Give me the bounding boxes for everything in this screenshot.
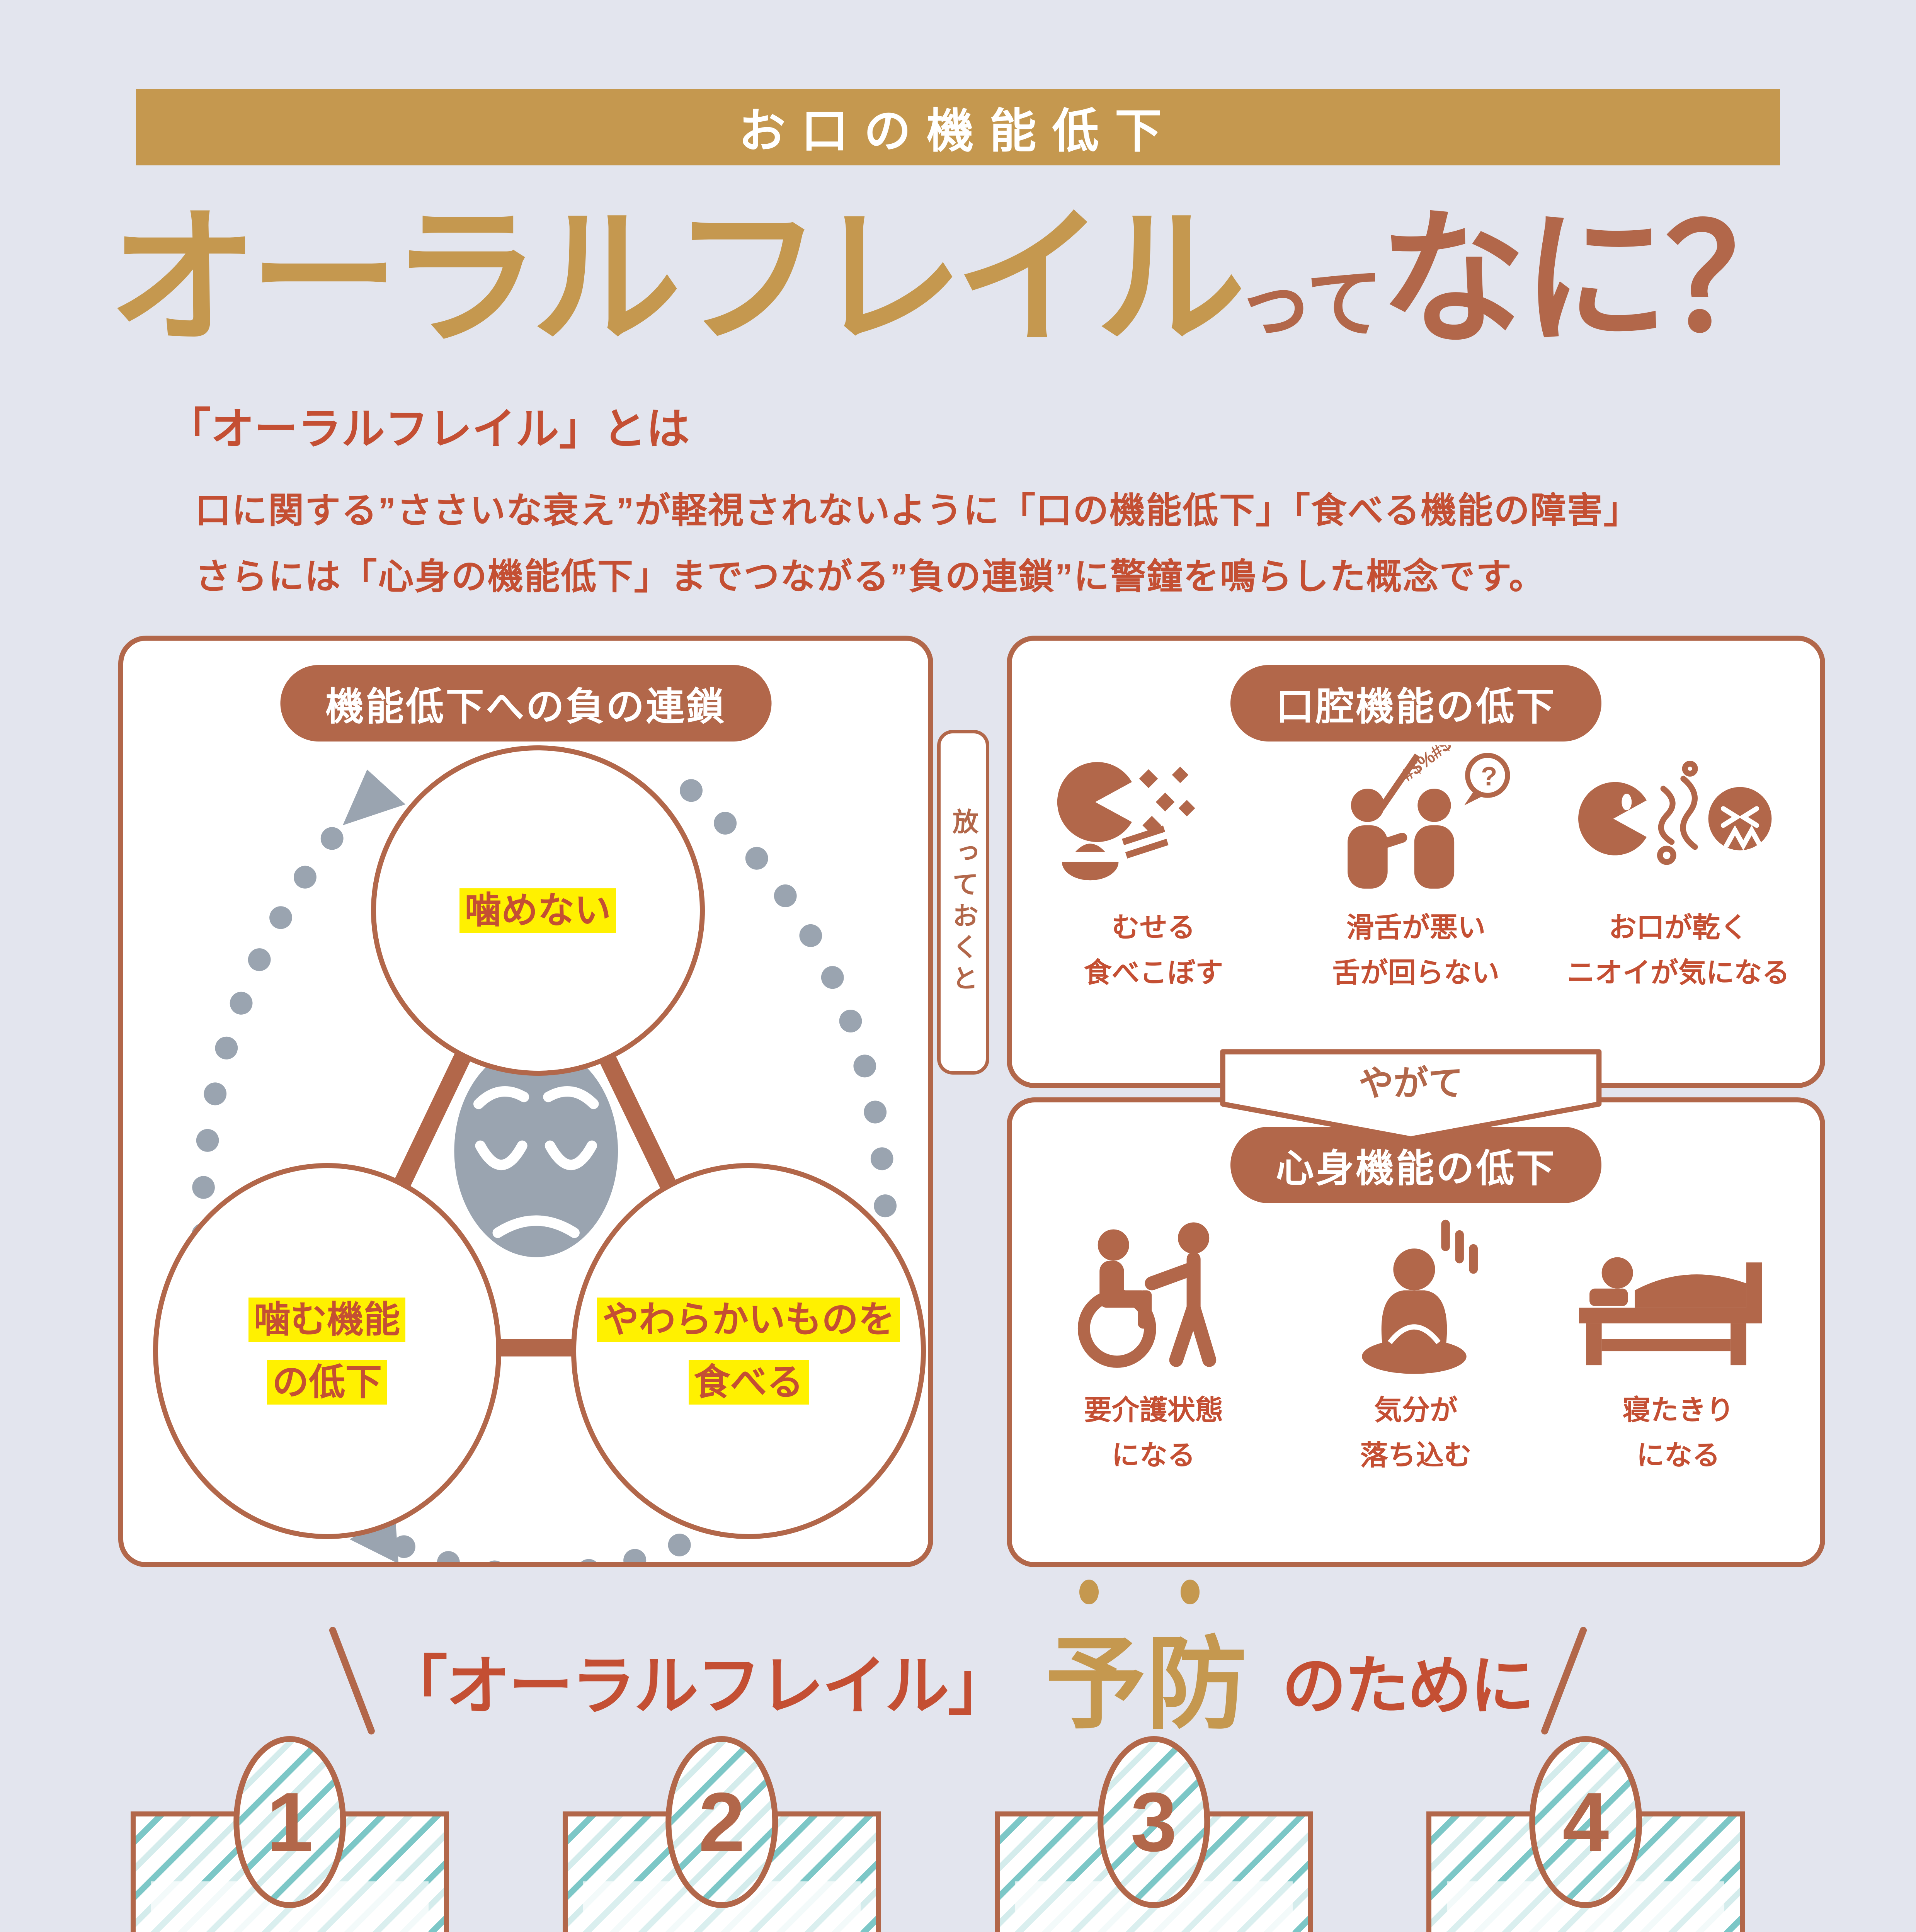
icon-caption-line: になる: [1111, 1440, 1195, 1471]
circle-chewing-decline: 噛む機能 の低下: [153, 1163, 501, 1539]
poor-articulation-icon: #$%#$% ?: [1348, 745, 1510, 889]
prevention-heading: 「オーラルフレイル」 予防 のために: [0, 1580, 1916, 1749]
mind-body-box-header: 心身機能の低下: [1230, 1126, 1601, 1203]
arrow-up-icon: [343, 769, 406, 825]
intro-line: 口に関する”ささいな衰え”が軽視されないように「口の機能低下」「食べる機能の障害…: [195, 490, 1640, 531]
step-number-badge: 4: [1529, 1736, 1642, 1908]
icon-caption-line: ニオイが気になる: [1567, 957, 1790, 989]
wheelchair-care-icon: [1077, 1222, 1217, 1368]
body-item-bedridden: 寝たきり になる: [1548, 1214, 1809, 1478]
circle-label-line: の低下: [267, 1360, 387, 1405]
step-card-4: 4 お口の機能を たくさん 使いましょう！: [1426, 1736, 1745, 1932]
title-particle: って: [1237, 260, 1383, 347]
step-card-2: 2 口の ”ささいな衰え”に 気をつけましょう！: [562, 1736, 881, 1932]
sad-face-icon: [454, 1044, 618, 1257]
emphasis-dot-icon: [1180, 1580, 1200, 1604]
prevention-emphasis: 予防: [1045, 1580, 1247, 1748]
step-line: かかりつけの: [151, 1920, 429, 1932]
dry-mouth-odor-icon: [1578, 760, 1772, 865]
mind-body-box: 心身機能の低下: [1007, 1097, 1825, 1567]
step-number-badge: 1: [233, 1736, 346, 1908]
chain-box-header: 機能低下への負の連鎖: [280, 665, 772, 742]
eventually-label: やがて: [1359, 1064, 1463, 1103]
oral-function-box: 口腔機能の低下: [1007, 636, 1825, 1088]
oral-item-speech: #$%#$% ? 滑舌が悪い 舌が回らない: [1285, 745, 1547, 996]
body-item-depressed: 気分が 落ち込む: [1285, 1214, 1547, 1478]
icon-caption-line: 食べこぼす: [1084, 957, 1223, 989]
oral-box-header: 口腔機能の低下: [1230, 665, 1601, 742]
if-left-alone-strip: 放っておくと: [937, 730, 990, 1075]
step-line: お口の機能を: [1447, 1920, 1724, 1932]
depressed-person-icon: [1362, 1219, 1478, 1374]
page-title: オーラルフレイルってなに？: [0, 174, 1916, 425]
question-mark-label: ?: [1481, 761, 1497, 791]
icon-caption-line: お口が乾く: [1608, 912, 1748, 944]
slash-left-icon: [328, 1626, 376, 1736]
emphasis-dot-icon: [1079, 1580, 1099, 1604]
choke-spill-icon: [1057, 762, 1195, 880]
step-number-badge: 2: [665, 1736, 778, 1908]
icon-caption-line: 滑舌が悪い: [1346, 912, 1486, 944]
step-line: 口の: [583, 1920, 861, 1932]
circle-label: 噛めない: [459, 888, 616, 933]
icon-caption-line: むせる: [1111, 912, 1195, 944]
icon-caption-line: 寝たきり: [1622, 1395, 1734, 1426]
prevention-emph-label: 予防: [1045, 1628, 1247, 1741]
step-number-badge: 3: [1097, 1736, 1210, 1908]
prevention-pre: 「オーラルフレイル」: [383, 1650, 1012, 1723]
circle-cannot-chew: 噛めない: [371, 745, 705, 1076]
title-question: なに？: [1379, 197, 1811, 361]
gibberish-speech-label: #$%#$%: [1397, 745, 1468, 786]
slash-right-icon: [1540, 1626, 1588, 1736]
oral-item-choke: むせる 食べこぼす: [1023, 745, 1284, 996]
icon-caption-line: 舌が回らない: [1332, 957, 1500, 989]
step-card-3: 3 バランスのとれた 食事を とりましょう！: [994, 1736, 1313, 1932]
top-banner: お口の機能低下: [136, 88, 1780, 166]
title-main: オーラルフレイル: [108, 194, 1246, 362]
icon-caption-line: 気分が: [1374, 1395, 1458, 1426]
circle-label-line: 食べる: [688, 1360, 809, 1405]
top-banner-label: お口の機能低下: [738, 105, 1178, 158]
circle-label-line: やわらかいものを: [597, 1297, 900, 1342]
negative-chain-box: 機能低下への負の連鎖: [118, 636, 933, 1567]
intro-line: さらには「心身の機能低下」までつながる”負の連鎖”に警鐘を鳴らした概念です。: [195, 556, 1546, 597]
step-card-1: 1 かかりつけの 歯科医院で 健診を！: [131, 1736, 449, 1932]
circle-label-line: 噛む機能: [248, 1297, 406, 1342]
circle-soft-food: やわらかいものを 食べる: [571, 1163, 926, 1539]
icon-caption-line: 要介護状態: [1084, 1395, 1223, 1426]
intro-heading: 「オーラルフレイル」とは: [167, 404, 690, 453]
icon-caption-line: 落ち込む: [1360, 1440, 1472, 1471]
bedridden-icon: [1579, 1257, 1762, 1366]
prevention-post: のために: [1282, 1650, 1535, 1723]
eventually-banner: やがて: [1219, 1048, 1603, 1146]
step-line: バランスのとれた: [1015, 1920, 1293, 1932]
body-item-care: 要介護状態 になる: [1023, 1214, 1284, 1478]
icon-caption-line: になる: [1636, 1440, 1720, 1471]
oral-item-dry-mouth: お口が乾く ニオイが気になる: [1548, 745, 1809, 996]
intro-paragraph: 「オーラルフレイル」とは 口に関する”ささいな衰え”が軽視されないように「口の機…: [167, 394, 1640, 610]
